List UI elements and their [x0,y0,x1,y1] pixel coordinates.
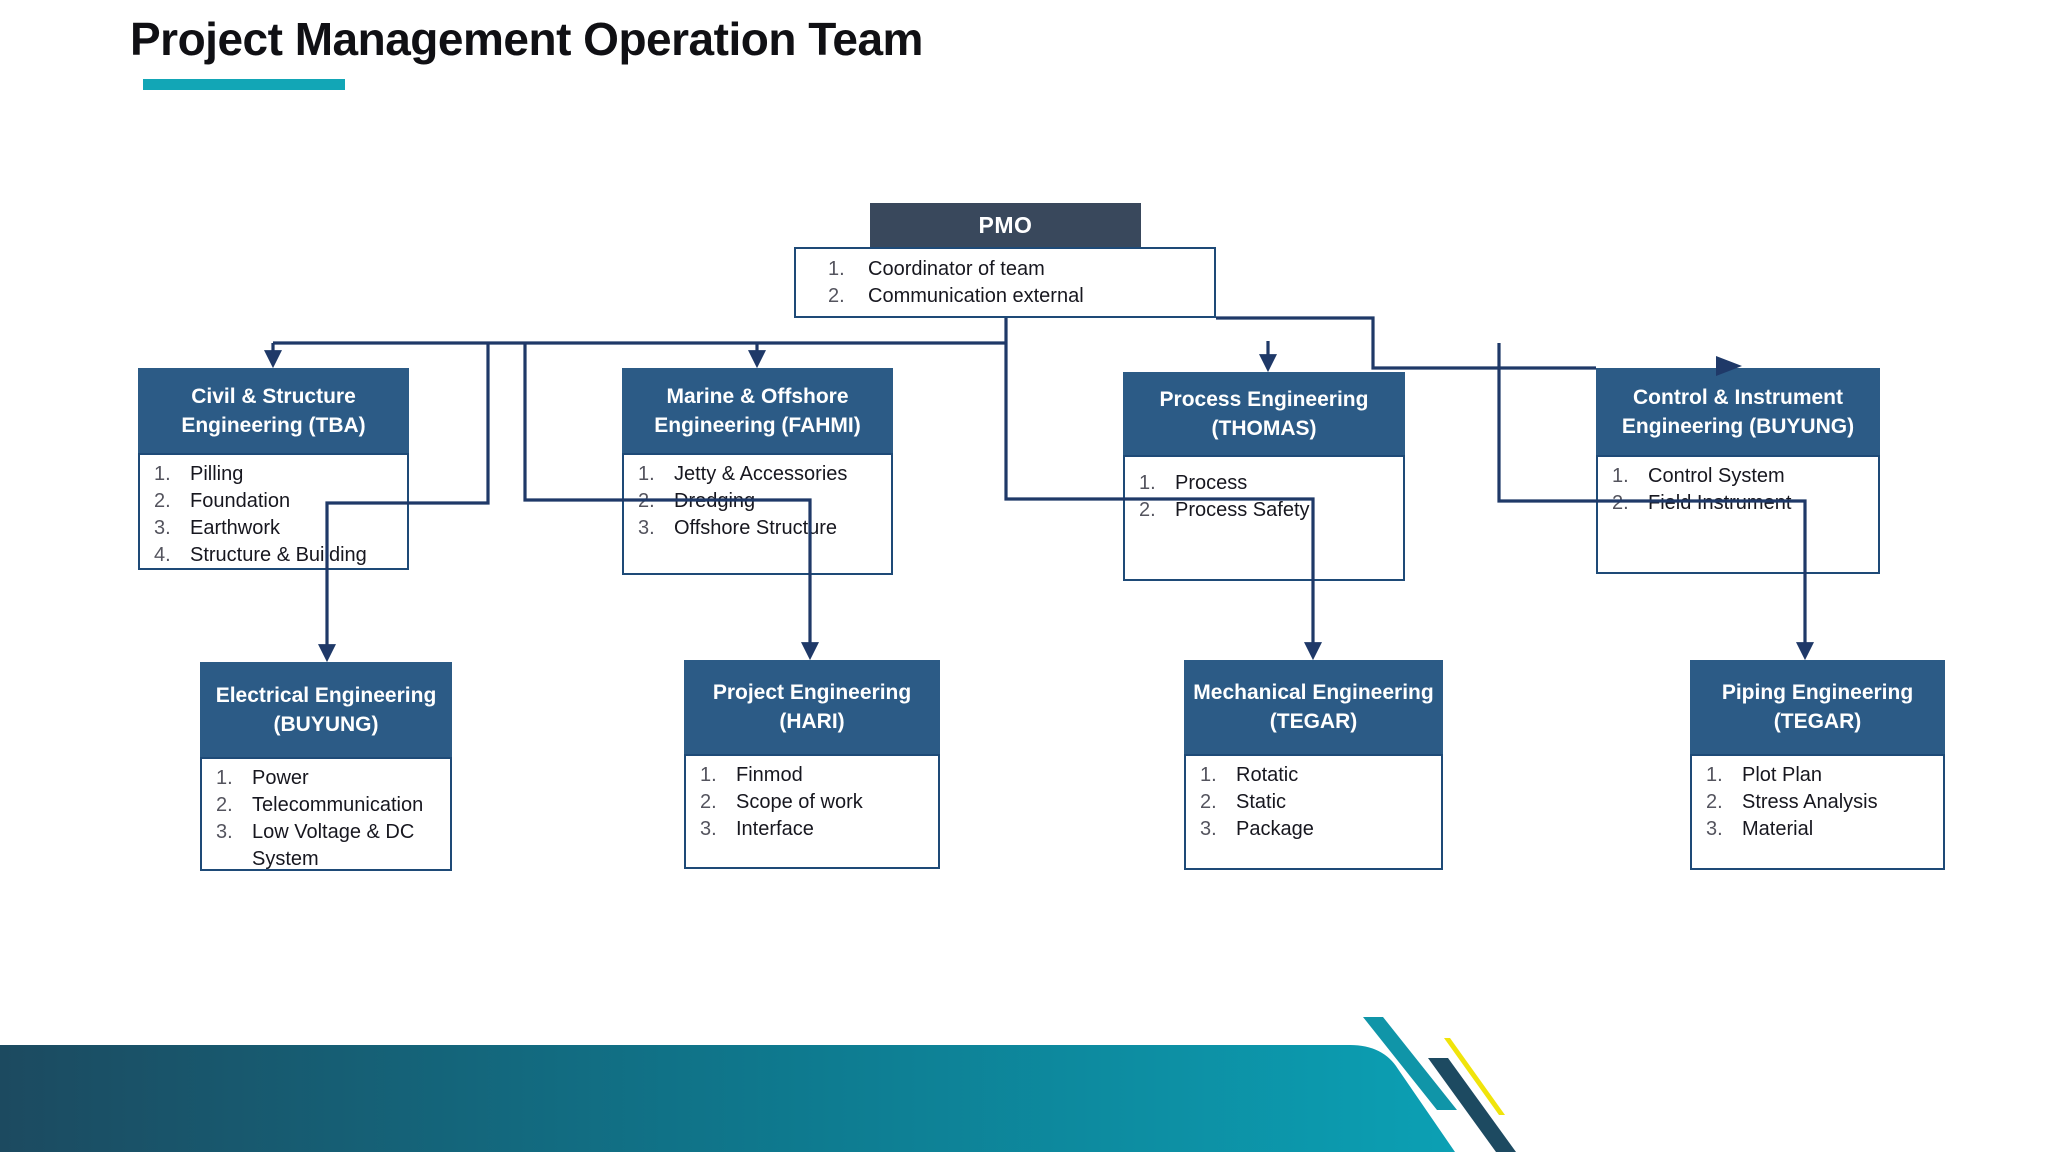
list-item: 3.Package [1200,818,1314,840]
dept-header: Control & Instrument Engineering (BUYUNG… [1596,368,1880,455]
connector-to-control [1216,316,1596,370]
list-item: 2.Field Instrument [1612,492,1792,514]
list-item: 2. Communication external [828,285,1084,307]
list-item: 2.Foundation [154,490,291,512]
yellow-stripe [1444,1038,1505,1115]
footer-band [0,1045,1455,1152]
dark-stripe [1428,1058,1516,1152]
dept-box-mechanical: Mechanical Engineering (TEGAR) 1.Rotatic… [1184,660,1443,870]
list-item: 1.Pilling [154,463,244,485]
dept-header: Marine & Offshore Engineering (FAHMI) [622,368,893,453]
list-item: 3.Interface [700,818,814,840]
dept-header: Process Engineering (THOMAS) [1123,372,1405,455]
dept-box-civil-structure: Civil & Structure Engineering (TBA) 1.Pi… [138,368,409,570]
dept-box-process: Process Engineering (THOMAS) 1.Process 2… [1123,372,1405,581]
pmo-header: PMO [870,203,1141,247]
dept-box-control-instrument: Control & Instrument Engineering (BUYUNG… [1596,368,1880,574]
dept-list: 1.Pilling 2.Foundation 3.Earthwork 4.Str… [138,453,409,570]
dept-list: 1.Finmod 2.Scope of work 3.Interface [684,754,940,869]
dept-header: Civil & Structure Engineering (TBA) [138,368,409,453]
dept-header: Mechanical Engineering (TEGAR) [1184,660,1443,754]
list-item: 3.Earthwork [154,517,281,539]
dept-list: 1.Control System 2.Field Instrument [1596,455,1880,574]
list-item: 2.Process Safety [1139,499,1310,521]
list-item: 1.Control System [1612,465,1785,487]
dept-list: 1.Plot Plan 2.Stress Analysis 3.Material [1690,754,1945,870]
list-item: 1.Finmod [700,764,803,786]
dept-box-project: Project Engineering (HARI) 1.Finmod 2.Sc… [684,660,940,869]
list-item: 3.Material [1706,818,1814,840]
list-item: 2.Dredging [638,490,756,512]
list-item: 2.Stress Analysis [1706,791,1878,813]
dept-box-marine-offshore: Marine & Offshore Engineering (FAHMI) 1.… [622,368,893,575]
dept-list: 1.Rotatic 2.Static 3.Package [1184,754,1443,870]
dept-header: Electrical Engineering (BUYUNG) [200,662,452,757]
teal-stripe [1363,1017,1457,1110]
list-item: 1.Power [216,767,309,789]
list-item: 1.Plot Plan [1706,764,1823,786]
list-item: 3.Offshore Structure [638,517,838,539]
page-title: Project Management Operation Team [130,13,923,65]
list-item: 1. Coordinator of team [828,258,1045,280]
list-item: 2.Scope of work [700,791,863,813]
list-item: 1.Process [1139,472,1248,494]
dept-box-electrical: Electrical Engineering (BUYUNG) 1.Power … [200,662,452,871]
dept-list: 1.Process 2.Process Safety [1123,455,1405,581]
dept-header: Piping Engineering (TEGAR) [1690,660,1945,754]
list-item: 4.Structure & Building [154,544,367,566]
dept-header: Project Engineering (HARI) [684,660,940,754]
title-underline [143,79,345,90]
dept-list: 1.Power 2.Telecommunication 3.Low Voltag… [200,757,452,871]
list-item: 1.Rotatic [1200,764,1299,786]
pmo-body: 1. Coordinator of team 2. Communication … [794,247,1216,318]
list-item: 2.Static [1200,791,1287,813]
list-item: 2.Telecommunication [216,794,424,816]
list-item: 3.Low Voltage & DC System [216,821,415,870]
dept-box-piping: Piping Engineering (TEGAR) 1.Plot Plan 2… [1690,660,1945,870]
dept-list: 1.Jetty & Accessories 2.Dredging 3.Offsh… [622,453,893,575]
list-item: 1.Jetty & Accessories [638,463,848,485]
